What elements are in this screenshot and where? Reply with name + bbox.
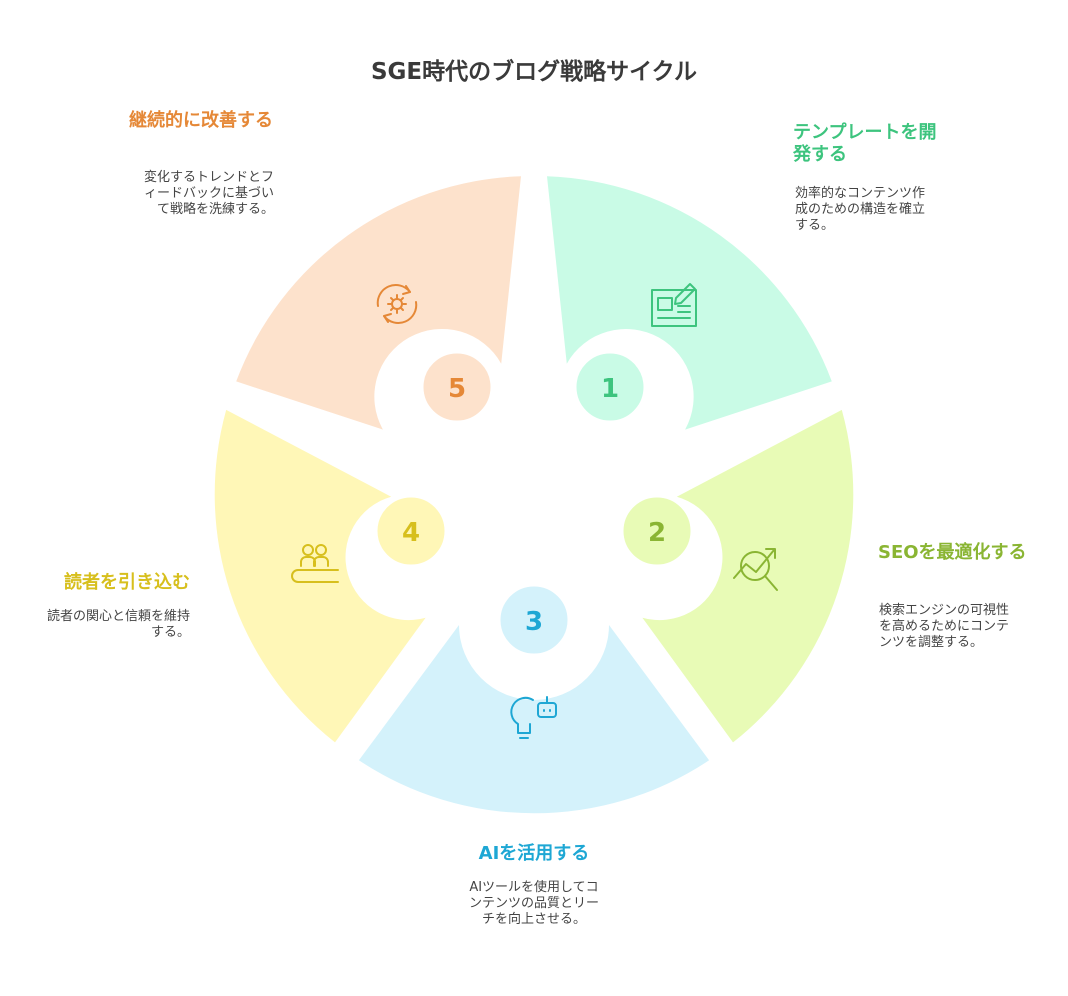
segment-2-wedge [642,409,854,743]
segment-4-number: 4 [402,518,420,548]
step-5-description: 変化するトレンドとフィードバックに基づいて戦略を洗練する。 [143,170,274,217]
step-1-description: 効率的なコンテンツ作成のための構造を確立する。 [795,186,926,233]
segment-3-badge [497,583,571,657]
segment-3-number: 3 [525,607,543,637]
growth-magnifier-icon [733,548,778,591]
refresh-gear-icon [376,284,418,324]
segment-1-badge [573,350,647,424]
segment-5-number: 5 [448,374,466,404]
segment-1-wedge [547,176,832,430]
step-1-heading: テンプレートを開発する [793,122,937,165]
diagram-title: SGE時代のブログ戦略サイクル [370,59,697,85]
segment-1-number: 1 [601,374,619,404]
audience-group-icon [291,544,339,583]
segment-5: 5 [236,176,521,430]
step-3-heading: AIを活用する [478,843,590,864]
segment-2-number: 2 [648,518,666,548]
segment-3-wedge [358,625,710,814]
segment-2-badge [620,494,694,568]
step-5-heading: 継続的に改善する [129,110,273,131]
step-4-heading: 読者を引き込む [64,572,190,593]
blueprint-edit-icon [651,283,697,327]
segment-4: 4 [214,409,448,743]
step-4-description: 読者の関心と信頼を維持する。 [46,609,190,640]
segment-3: 3 [358,583,710,814]
ai-lightbulb-icon [510,696,557,739]
segment-4-wedge [214,409,426,743]
segment-1: 1 [547,176,832,430]
step-2-description: 検索エンジンの可視性を高めるためにコンテンツを調整する。 [879,603,1010,650]
segment-2: 2 [620,409,854,743]
segment-5-badge [420,350,494,424]
step-3-description: AIツールを使用してコンテンツの品質とリーチを向上させる。 [468,880,599,927]
step-2-heading: SEOを最適化する [878,542,1027,563]
segment-4-badge [374,494,448,568]
